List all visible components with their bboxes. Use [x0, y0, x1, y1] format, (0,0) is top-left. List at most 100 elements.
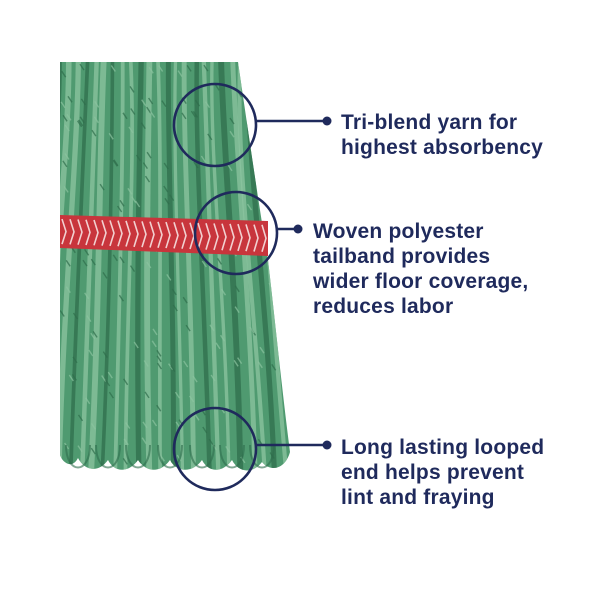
yarn-twist — [263, 158, 269, 166]
yarn-twist — [182, 296, 188, 304]
tailband-weave — [197, 222, 203, 250]
callout-woven-tailband — [193, 190, 303, 276]
yarn-twist — [227, 164, 233, 172]
tailband-weave — [165, 221, 171, 249]
yarn-loop — [189, 444, 215, 469]
yarn-twist — [71, 374, 77, 381]
yarn-twist — [144, 391, 150, 399]
yarn-twist — [90, 423, 97, 430]
yarn-twist — [90, 258, 96, 266]
yarn-twist — [163, 185, 169, 193]
callout-dot — [322, 440, 332, 450]
yarn-twist — [169, 194, 175, 201]
tailband-weave — [141, 221, 147, 248]
callout-text-woven-tailband: Woven polyester tailband provides wider … — [313, 219, 528, 319]
yarn-twist — [257, 361, 263, 369]
yarn-twist — [112, 159, 118, 167]
callout-tri-blend-yarn — [172, 82, 332, 168]
tailband-weave — [261, 224, 267, 252]
yarn-twist — [133, 341, 139, 349]
yarn-loop — [95, 444, 121, 469]
yarn-twist — [246, 203, 253, 211]
yarn-twist — [146, 106, 152, 114]
tailband-weave — [93, 219, 99, 246]
yarn-twist — [108, 132, 114, 140]
yarn-twist — [119, 199, 125, 207]
callout-line: Tri-blend yarn for — [341, 111, 518, 134]
callout-line: Woven polyester — [313, 220, 484, 243]
tailband-weave — [213, 223, 219, 251]
yarn-twist — [125, 422, 131, 429]
tailband-weave — [117, 220, 123, 247]
tailband-weave — [221, 223, 227, 251]
yarn-twist — [215, 342, 221, 350]
tailband-weave — [173, 222, 179, 249]
yarn-twist — [72, 356, 78, 364]
yarn-twist — [200, 155, 206, 163]
yarn-twist — [146, 151, 152, 159]
yarn-twist — [84, 292, 90, 300]
yarn-twist — [151, 419, 158, 427]
callout-circle — [172, 82, 258, 168]
yarn-twist — [177, 70, 183, 77]
tailband-weave — [253, 224, 259, 252]
yarn-twist — [229, 117, 235, 125]
yarn-loop — [249, 444, 275, 469]
yarn-twist — [94, 101, 100, 108]
tailband-weave — [85, 219, 91, 246]
yarn-twist — [144, 175, 151, 183]
yarn-twist — [129, 265, 136, 272]
yarn-twist — [193, 161, 199, 169]
yarn-twist — [190, 110, 196, 118]
yarn-twist — [135, 200, 141, 208]
looped-ends — [65, 444, 275, 469]
yarn-twist — [229, 130, 235, 138]
yarn-loop — [125, 444, 151, 469]
yarn-twist — [204, 101, 211, 108]
yarn-twist — [105, 379, 111, 387]
yarn-twist — [67, 95, 73, 103]
yarn-twist — [64, 153, 70, 160]
yarn-twist — [77, 120, 83, 128]
yarn-twist — [220, 288, 227, 296]
yarn-twist — [161, 100, 167, 107]
yarn-twist — [141, 99, 147, 107]
yarn-twist — [90, 447, 96, 455]
yarn-twist — [262, 98, 268, 106]
tailband-weave — [77, 219, 83, 245]
yarn-twist — [108, 391, 114, 399]
yarn-twist — [80, 98, 86, 106]
yarn-twist — [148, 66, 154, 74]
tailband-weave — [181, 222, 187, 249]
yarn-twist — [63, 186, 69, 193]
yarn-twist — [91, 129, 97, 137]
yarn-twist — [159, 454, 165, 462]
callout-line: Long lasting looped — [341, 436, 545, 459]
yarn-twist — [102, 351, 108, 358]
yarn-twist — [101, 375, 107, 382]
yarn-twist — [242, 75, 248, 82]
tailband-weave — [205, 222, 211, 250]
yarn-twist — [216, 258, 223, 265]
yarn-twist — [225, 446, 231, 453]
yarn-twist — [194, 99, 201, 107]
yarn-twist — [118, 294, 124, 302]
yarn-twist — [79, 116, 85, 124]
yarn-strand — [60, 62, 72, 471]
yarn-twist — [77, 445, 83, 452]
yarn-twist — [185, 324, 191, 332]
callout-circle — [172, 406, 258, 492]
yarn-twist — [203, 64, 209, 72]
callout-text-tri-blend-yarn: Tri-blend yarn for highest absorbency — [341, 110, 543, 160]
yarn-twist — [64, 124, 70, 132]
yarn-twist — [60, 101, 66, 109]
yarn-twist — [192, 111, 198, 118]
yarn-twist — [66, 113, 72, 121]
yarn-twist — [158, 65, 164, 72]
yarn-twist — [78, 119, 84, 127]
yarn-strand — [60, 62, 62, 471]
yarn-twist — [220, 334, 226, 342]
yarn-twist — [131, 196, 137, 203]
callout-line: wider floor coverage, — [313, 270, 529, 293]
yarn-twist — [65, 286, 71, 294]
